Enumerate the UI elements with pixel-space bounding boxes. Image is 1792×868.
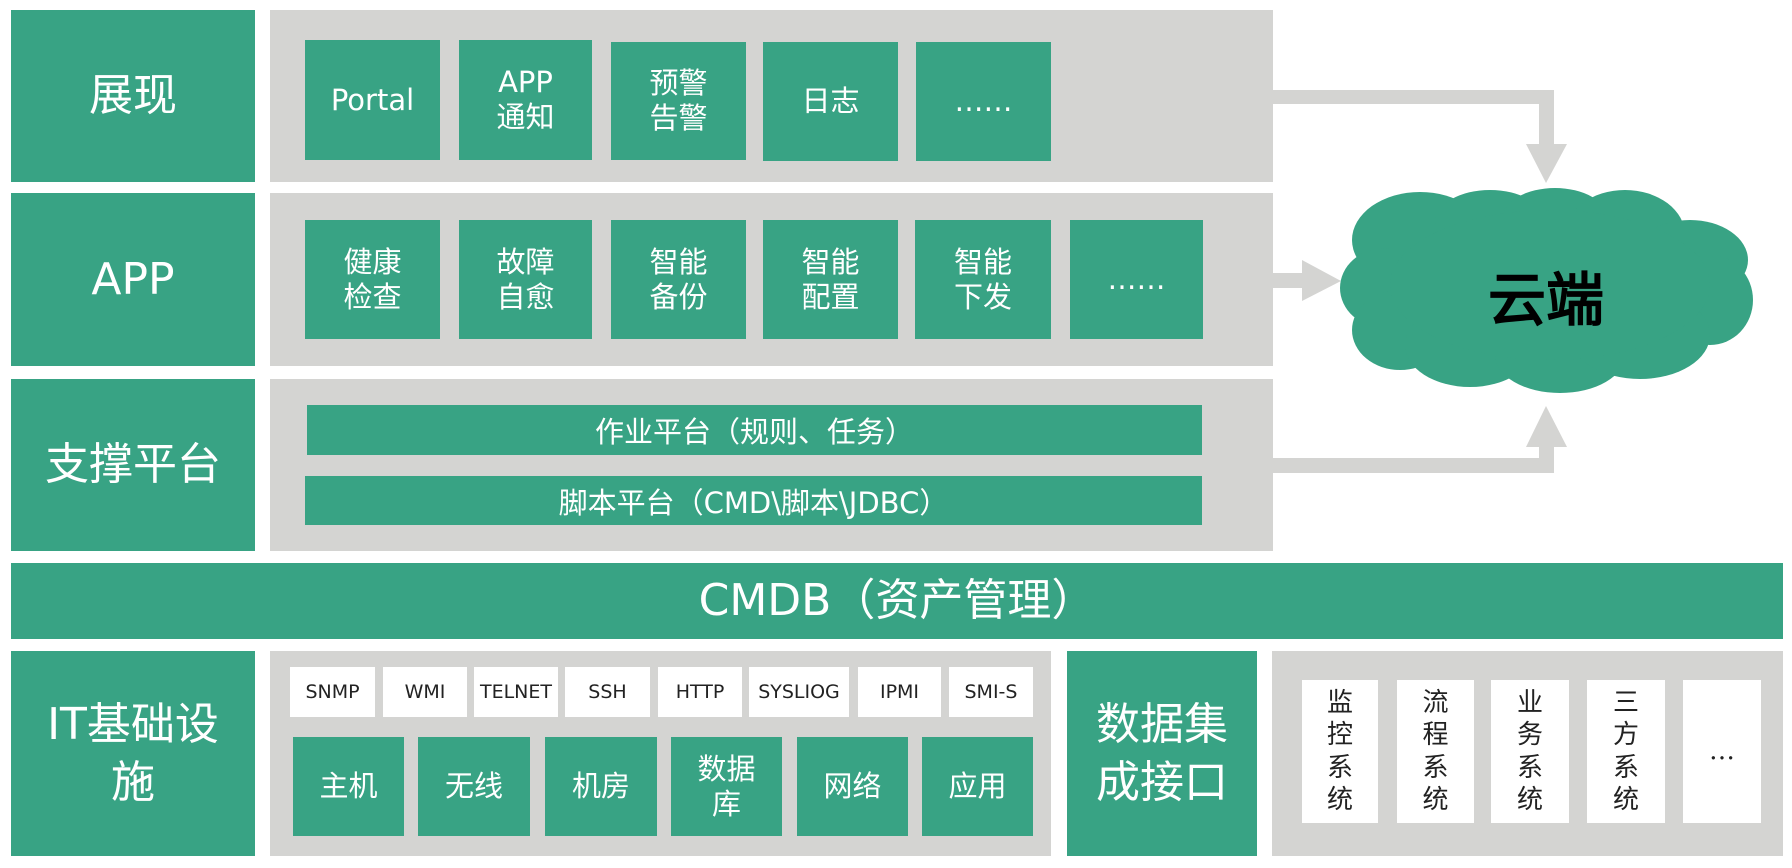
system-item: 业 务 系 统 xyxy=(1491,680,1569,823)
protocol-item: SSH xyxy=(565,667,650,717)
job-platform-bar: 作业平台（规则、任务） xyxy=(307,405,1202,455)
arrow-app-to-cloud xyxy=(1273,260,1341,301)
resource-item: 无线 xyxy=(418,737,530,836)
protocol-item: IPMI xyxy=(858,667,941,717)
resource-item: 网络 xyxy=(797,737,908,836)
arrow-presentation-to-cloud xyxy=(1273,90,1567,183)
integration-label: 数据集 成接口 xyxy=(1067,651,1257,856)
arrow-support-to-cloud xyxy=(1273,406,1567,473)
layer-label-presentation: 展现 xyxy=(11,10,255,182)
layer-label-infrastructure: IT基础设 施 xyxy=(11,651,255,856)
resource-item: 数据 库 xyxy=(671,737,782,836)
app-item: 智能 配置 xyxy=(763,220,898,339)
protocol-item: SYSLIOG xyxy=(749,667,849,717)
cmdb-bar: CMDB（资产管理） xyxy=(11,563,1783,639)
app-item: 故障 自愈 xyxy=(459,220,592,339)
layer-label-support: 支撑平台 xyxy=(11,379,255,551)
cloud-icon xyxy=(1340,188,1753,393)
resource-item: 应用 xyxy=(922,737,1033,836)
app-item: 智能 下发 xyxy=(915,220,1051,339)
protocol-item: HTTP xyxy=(658,667,742,717)
presentation-item: …… xyxy=(916,42,1051,161)
system-item: 三 方 系 统 xyxy=(1587,680,1665,823)
protocol-item: SMI-S xyxy=(949,667,1033,717)
resource-item: 机房 xyxy=(545,737,657,836)
integration-label-text: 数据集 成接口 xyxy=(1096,699,1228,808)
app-item: 健康 检查 xyxy=(305,220,440,339)
protocol-item: SNMP xyxy=(290,667,375,717)
cloud-label: 云端 xyxy=(1487,266,1604,334)
presentation-item: Portal xyxy=(305,40,440,160)
protocol-item: WMI xyxy=(383,667,467,717)
system-item: 流 程 系 统 xyxy=(1397,680,1474,823)
presentation-item: 日志 xyxy=(763,42,898,161)
resource-item: 主机 xyxy=(293,737,404,836)
presentation-item: 预警 告警 xyxy=(611,42,746,160)
layer-label-app: APP xyxy=(11,193,255,366)
app-item: …… xyxy=(1070,220,1203,339)
app-item: 智能 备份 xyxy=(611,220,746,339)
protocol-item: TELNET xyxy=(474,667,558,717)
presentation-item: APP 通知 xyxy=(459,40,592,160)
infrastructure-label-text: IT基础设 施 xyxy=(47,699,219,808)
system-item: … xyxy=(1683,680,1761,823)
script-platform-bar: 脚本平台（CMD\脚本\JDBC） xyxy=(305,476,1202,525)
system-item: 监 控 系 统 xyxy=(1302,680,1378,823)
